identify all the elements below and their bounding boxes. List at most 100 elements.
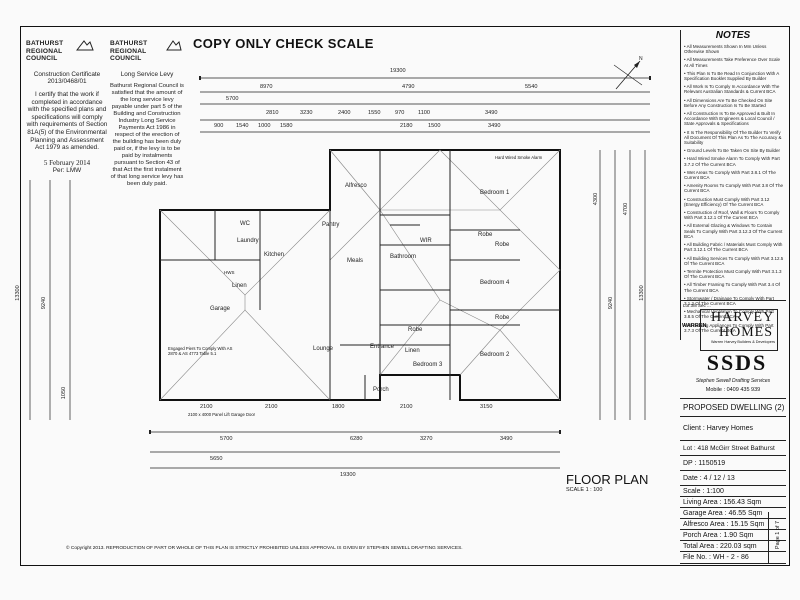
levy-title: Long Service Levy xyxy=(120,70,174,78)
certificate-label: Construction Certificate xyxy=(33,70,101,78)
council-name-left: BATHURST REGIONAL COUNCIL xyxy=(26,40,64,63)
alfresco-area: Alfresco Area : 15.15 Sqm xyxy=(680,518,786,529)
company-tagline: Warren Harvey Builders & Developers xyxy=(710,340,775,344)
room-robe-4: Robe xyxy=(478,232,493,238)
certificate-date: 5 February 2014 xyxy=(43,158,91,167)
total-area: Total Area : 220.03 sqm xyxy=(680,540,786,551)
dim-top: 8970 xyxy=(260,84,273,90)
room-linen-2: Linen xyxy=(232,283,247,289)
lot-note: Lot 3/8 Sec ... xyxy=(683,303,711,308)
file-number: File No. : WH - 2 - 86 xyxy=(680,551,786,564)
dim-bottom: 2100 xyxy=(200,404,213,410)
svg-text:N: N xyxy=(639,56,643,62)
floor-plan-scale: SCALE 1 : 100 xyxy=(566,487,603,493)
room-bedroom4: Bedroom 4 xyxy=(480,280,510,286)
porch-area: Porch Area : 1.90 Sqm xyxy=(680,529,786,540)
dim-bottom: 5700 xyxy=(220,436,233,442)
copy-banner: COPY ONLY CHECK SCALE xyxy=(193,36,374,51)
levy-text: Bathurst Regional Council is satisfied t… xyxy=(110,83,184,188)
dim-left: 13300 xyxy=(14,285,21,301)
note-item: • All Heating Appliances To Comply With … xyxy=(684,322,774,333)
page-number: Page 1 of 7 xyxy=(768,512,787,564)
dimension-lines xyxy=(29,77,650,469)
dim-top: 3230 xyxy=(300,110,313,116)
council-stamp-left: BATHURST REGIONAL COUNCIL Construction C… xyxy=(26,38,108,175)
dim-top: 5700 xyxy=(226,96,239,102)
note-item: • All Construction Is To Be Approved & B… xyxy=(684,111,776,127)
room-pantry: Pantry xyxy=(322,222,340,228)
copyright-note: © Copyright 2013. REPRODUCTION OF PART O… xyxy=(66,546,463,551)
internal-walls xyxy=(160,150,560,400)
council-name-right: BATHURST REGIONAL COUNCIL xyxy=(110,40,148,63)
external-walls xyxy=(159,149,561,401)
drafting-mobile: Mobile : 0409 435 939 xyxy=(705,387,761,393)
room-bedroom3: Bedroom 3 xyxy=(413,362,443,368)
dim-bottom: 5650 xyxy=(210,456,223,462)
note-item: • All Timber Framing To Comply With Part… xyxy=(684,282,781,293)
notes-title: NOTES xyxy=(715,30,751,41)
drafting-logo: SSDS xyxy=(706,350,768,375)
dim-bottom: 2100 xyxy=(400,404,413,410)
note-item: • Mechanical Ventilation To Comply With … xyxy=(684,309,774,320)
dim-top: 1550 xyxy=(368,110,381,116)
room-garage: Garage xyxy=(210,306,231,312)
note-item: • All Building Fabric / Materials Must C… xyxy=(684,242,783,253)
dim-top: 2810 xyxy=(266,110,279,116)
dim-bottom: 2100 xyxy=(265,404,278,410)
dim-top: 3490 xyxy=(485,110,498,116)
client: Client : Harvey Homes xyxy=(680,416,786,440)
room-robe-3: Robe xyxy=(408,327,423,333)
note-item: • Ground Levels To Be Taken On Site By B… xyxy=(684,148,780,154)
room-bedroom1: Bedroom 1 xyxy=(480,190,510,196)
room-robe-1: Robe xyxy=(495,242,510,248)
drawing-scale: Scale : 1:100 xyxy=(680,485,786,496)
dim-right: 9240 xyxy=(608,296,615,310)
dim-left: 9240 xyxy=(41,296,48,310)
council-logo-icon xyxy=(166,38,182,51)
smoke-alarm-note: Hard Wired Smoke Alarm xyxy=(495,155,543,160)
drawing-date: Date : 4 / 12 / 13 xyxy=(680,470,786,485)
room-lounge: Lounge xyxy=(313,346,334,352)
note-item: • Construction Must Comply With Part 3.1… xyxy=(684,196,770,207)
council-stamp-right: BATHURST REGIONAL COUNCIL Long Service L… xyxy=(110,38,184,188)
dim-top: 1540 xyxy=(236,123,249,129)
company-block: Lot 3/8 Sec ... WARREN HARVEY HOMES Warr… xyxy=(680,300,786,399)
room-porch: Porch xyxy=(373,387,389,393)
note-item: • Hard Wired Smoke Alarm To Comply With … xyxy=(684,156,780,167)
dim-top: 5540 xyxy=(525,84,538,90)
garage-pier-note: Engaged Piers To Comply With AS 2870 & A… xyxy=(168,346,233,356)
drawing-border xyxy=(20,26,790,566)
dim-bottom: 3490 xyxy=(500,436,513,442)
note-item: • All Building Services To Comply With P… xyxy=(684,255,784,266)
dim-right: 13300 xyxy=(638,285,645,301)
room-linen: Linen xyxy=(405,348,420,354)
note-item: • All Measurements Shown In Mm Unless Ot… xyxy=(684,44,767,55)
note-item: • This Plan Is To Be Read In Conjunction… xyxy=(684,70,779,82)
dim-left: 1050 xyxy=(61,386,68,400)
room-kitchen: Kitchen xyxy=(264,252,285,258)
page-number-text: Page 1 of 7 xyxy=(775,520,781,550)
floor-plan xyxy=(29,76,651,469)
room-meals: Meals xyxy=(347,258,364,264)
council-logo-icon xyxy=(75,38,94,51)
room-laundry: Laundry xyxy=(237,238,259,244)
living-area: Living Area : 156.43 Sqm xyxy=(680,496,786,507)
note-item: • Amenity Rooms To Comply With Part 3.8 … xyxy=(684,183,783,194)
dim-right: 4300 xyxy=(593,192,600,206)
deposited-plan: DP : 1150519 xyxy=(680,455,786,470)
dim-bottom: 3270 xyxy=(420,436,433,442)
dim-top: 1100 xyxy=(418,110,431,116)
dim-right: 4700 xyxy=(623,202,630,216)
roof-lines xyxy=(159,149,561,401)
floor-plan-title: FLOOR PLAN xyxy=(566,472,649,487)
certificate-per: Per: LMW xyxy=(52,167,82,175)
note-item: • All External Glazing & Windows To Cont… xyxy=(684,223,783,239)
certificate-text: I certify that the work if completed in … xyxy=(26,90,108,152)
company-branch: WARREN xyxy=(682,323,707,329)
north-arrow-icon: N xyxy=(608,55,648,95)
notes-panel xyxy=(680,30,787,340)
company-name-1: HARVEY xyxy=(711,310,775,325)
note-item: • Termite Protection Must Comply With Pa… xyxy=(684,268,782,280)
note-item: • Wet Areas To Comply With Part 3.8.1 Of… xyxy=(684,169,776,181)
hws-note: HWS xyxy=(224,270,235,275)
